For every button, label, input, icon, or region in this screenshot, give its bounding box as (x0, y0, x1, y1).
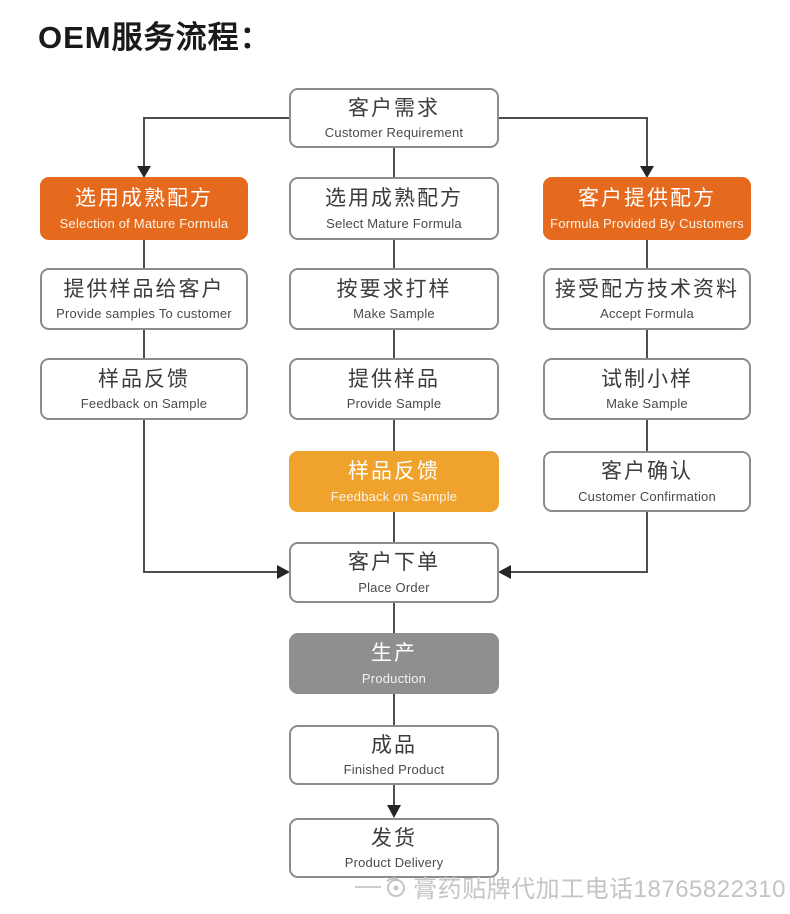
node-label-zh: 客户下单 (348, 551, 440, 575)
node-label-zh: 样品反馈 (348, 460, 440, 484)
node-label-zh: 试制小样 (601, 367, 693, 391)
node-customer-confirmation: 客户确认 Customer Confirmation (543, 451, 751, 512)
node-label-en: Provide Sample (346, 396, 442, 412)
node-provide-samples-to-customer: 提供样品给客户 Provide samples To customer (40, 268, 248, 330)
node-label-en: Feedback on Sample (80, 396, 208, 412)
node-customer-requirement: 客户需求 Customer Requirement (289, 88, 499, 148)
node-label-zh: 选用成熟配方 (75, 187, 213, 211)
node-production: 生产 Production (289, 633, 499, 694)
node-label-en: Customer Requirement (324, 125, 464, 141)
node-label-en: Selection of Mature Formula (59, 215, 229, 231)
node-label-en: Accept Formula (600, 306, 694, 322)
node-label-en: Provide samples To customer (56, 306, 232, 322)
node-label-en: Feedback on Sample (330, 488, 458, 504)
node-label-zh: 客户确认 (601, 460, 693, 484)
node-label-en: Place Order (358, 579, 430, 595)
node-make-sample-on-request: 按要求打样 Make Sample (289, 268, 499, 330)
watermark-text: 膏药贴牌代加工电话18765822310 (413, 876, 786, 903)
node-formula-by-customers: 客户提供配方 Formula Provided By Customers (543, 177, 751, 240)
node-finished-product: 成品 Finished Product (289, 725, 499, 785)
node-label-zh: 提供样品 (348, 367, 440, 391)
watermark-dash (355, 885, 382, 888)
node-trial-small-sample: 试制小样 Make Sample (543, 358, 751, 420)
node-feedback-on-sample-left: 样品反馈 Feedback on Sample (40, 358, 248, 420)
node-select-mature-formula: 选用成熟配方 Select Mature Formula (289, 177, 499, 240)
node-label-zh: 按要求打样 (336, 277, 452, 301)
node-label-en: Finished Product (343, 762, 445, 778)
node-label-zh: 接受配方技术资料 (555, 277, 739, 301)
node-label-zh: 发货 (371, 826, 417, 850)
node-label-en: Customer Confirmation (578, 488, 716, 504)
node-label-en: Production (361, 670, 427, 686)
node-label-en: Product Delivery (344, 855, 444, 871)
node-accept-formula: 接受配方技术资料 Accept Formula (543, 268, 751, 330)
node-feedback-on-sample-center: 样品反馈 Feedback on Sample (289, 451, 499, 512)
node-label-zh: 客户提供配方 (578, 187, 716, 211)
node-label-zh: 客户需求 (348, 96, 440, 120)
watermark-stamp-icon (383, 874, 409, 900)
arrowheads (137, 166, 654, 818)
watermark: 膏药贴牌代加工电话18765822310 (355, 869, 786, 904)
node-place-order: 客户下单 Place Order (289, 542, 499, 603)
node-provide-sample: 提供样品 Provide Sample (289, 358, 499, 420)
node-label-en: Select Mature Formula (326, 215, 462, 231)
node-label-zh: 成品 (371, 733, 417, 757)
node-label-zh: 样品反馈 (98, 367, 190, 391)
node-label-en: Formula Provided By Customers (550, 215, 744, 231)
node-label-zh: 生产 (371, 642, 417, 666)
node-label-en: Make Sample (353, 306, 435, 322)
node-label-zh: 选用成熟配方 (325, 187, 463, 211)
node-selection-mature-formula: 选用成熟配方 Selection of Mature Formula (40, 177, 248, 240)
node-label-zh: 提供样品给客户 (63, 277, 225, 301)
page-title: OEM服务流程： (38, 20, 272, 55)
node-label-en: Make Sample (606, 396, 688, 412)
